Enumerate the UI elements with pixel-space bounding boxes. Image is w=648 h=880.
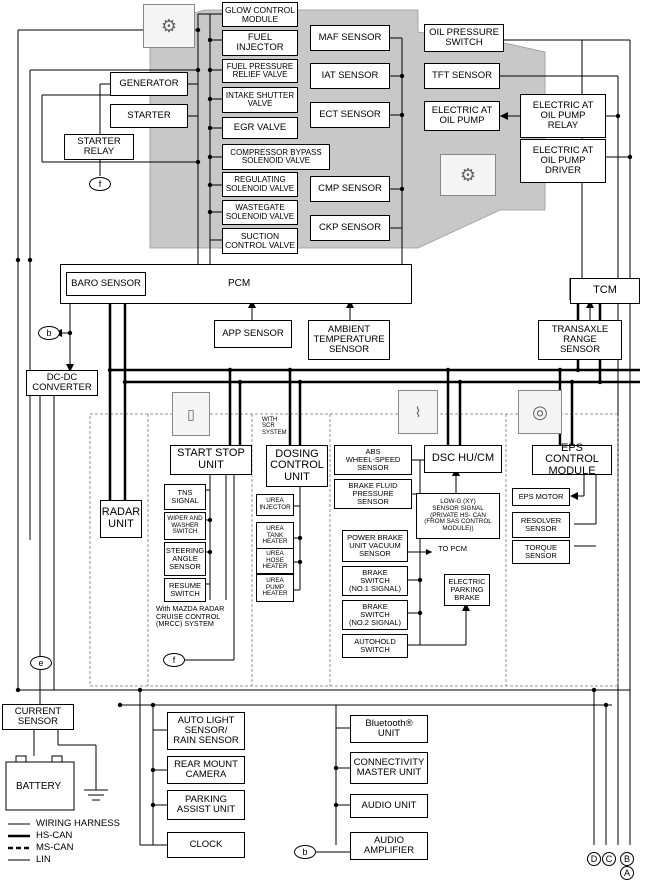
transmission-icon: ⚙ (440, 154, 496, 196)
iat-sensor: IAT SENSOR (310, 63, 390, 89)
baro-sensor: BARO SENSOR (66, 272, 146, 296)
urea-hose-heater: UREA HOSE HEATER (256, 548, 294, 574)
auto-light-rain-sensor: AUTO LIGHT SENSOR/ RAIN SENSOR (167, 712, 245, 750)
regulating-solenoid-valve: REGULATING SOLENOID VALVE (222, 172, 298, 197)
brake-fluid-pressure-sensor: BRAKE FLUID PRESSURE SENSOR (334, 479, 412, 509)
fuel-injector: FUEL INJECTOR (222, 30, 298, 56)
generator: GENERATOR (110, 72, 188, 96)
tns-signal: TNS SIGNAL (164, 484, 206, 510)
electric-at-oil-pump-driver: ELECTRIC AT OIL PUMP DRIVER (520, 139, 606, 183)
low-g-sensor-signal: LOW-G (XY) SENSOR SIGNAL (PRIVATE HS- CA… (416, 493, 500, 539)
transaxle-range-sensor: TRANSAXLE RANGE SENSOR (538, 320, 622, 360)
glow-control-module: GLOW CONTROL MODULE (222, 2, 298, 27)
current-sensor: CURRENT SENSOR (2, 704, 74, 730)
battery-symbol (5, 755, 75, 811)
steering-angle-sensor: STEERING ANGLE SENSOR (164, 542, 206, 576)
clock: CLOCK (167, 832, 245, 858)
tft-sensor: TFT SENSOR (424, 63, 500, 89)
brake-switch-no1: BRAKE SWITCH (NO.1 SIGNAL) (342, 566, 408, 596)
steering-wheel-icon: ◎ (518, 390, 562, 434)
wiper-washer-switch: WIPER AND WASHER SWITCH (164, 512, 206, 540)
wastegate-solenoid-valve: WASTEGATE SOLENOID VALVE (222, 200, 298, 225)
mrcc-note: With MAZDA RADAR CRUISE CONTROL (MRCC) S… (156, 604, 225, 629)
legend-lin: LIN (8, 854, 51, 865)
scr-note: WITH SCR SYSTEM (262, 417, 287, 436)
brake-switch-no2: BRAKE SWITCH (NO.2 SIGNAL) (342, 600, 408, 630)
legend-lin-label: LIN (36, 854, 51, 865)
egr-valve: EGR VALVE (222, 117, 298, 139)
legend-wiring-label: WIRING HARNESS (36, 818, 120, 829)
dosing-control-unit: DOSING CONTROL UNIT (266, 445, 328, 487)
brake-pedal-icon: ⌇ (398, 390, 438, 434)
urea-pump-heater: UREA PUMP HEATER (256, 574, 294, 602)
connector-a: A (620, 866, 634, 880)
engine-icon: ⚙ (143, 4, 195, 48)
legend-ms-label: MS-CAN (36, 842, 74, 853)
torque-sensor: TORQUE SENSOR (512, 540, 570, 564)
intake-shutter-valve: INTAKE SHUTTER VALVE (222, 87, 298, 113)
battery-label: BATTERY (16, 781, 62, 792)
resume-switch: RESUME SWITCH (164, 578, 206, 602)
cmp-sensor: CMP SENSOR (310, 176, 390, 202)
rear-mount-camera: REAR MOUNT CAMERA (167, 756, 245, 784)
resolver-sensor: RESOLVER SENSOR (512, 512, 570, 538)
compressor-bypass-solenoid-valve: COMPRESSOR BYPASS SOLENOID VALVE (222, 144, 330, 170)
urea-tank-heater: UREA TANK HEATER (256, 522, 294, 550)
starter: STARTER (110, 104, 188, 128)
electric-parking-brake: ELECTRIC PARKING BRAKE (444, 574, 490, 606)
ref-b-left: b (38, 326, 60, 340)
connector-b: B (620, 852, 634, 866)
electric-at-oil-pump: ELECTRIC AT OIL PUMP (424, 101, 500, 131)
legend-wiring-harness: WIRING HARNESS (8, 818, 120, 829)
bluetooth-unit: Bluetooth® UNIT (350, 715, 428, 743)
power-brake-unit-vacuum-sensor: POWER BRAKE UNIT VACUUM SENSOR (342, 530, 408, 562)
ref-f-bottom: f (163, 653, 185, 667)
ect-sensor: ECT SENSOR (310, 102, 390, 128)
start-stop-unit: START STOP UNIT (170, 445, 252, 475)
oil-pressure-switch: OIL PRESSURE SWITCH (424, 24, 504, 52)
connector-c: C (602, 852, 616, 866)
to-pcm-label: TO PCM (438, 544, 468, 553)
ref-f-top: f (89, 177, 111, 191)
pcm: BARO SENSOR PCM (60, 264, 412, 304)
legend-hs-can: HS-CAN (8, 830, 72, 841)
connector-d: D (587, 852, 601, 866)
parking-assist-unit: PARKING ASSIST UNIT (167, 790, 245, 820)
eps-motor: EPS MOTOR (512, 488, 570, 506)
fuel-pressure-relief-valve: FUEL PRESSURE RELIEF VALVE (222, 59, 298, 83)
tcm: TCM (570, 278, 640, 304)
maf-sensor: MAF SENSOR (310, 25, 390, 51)
dc-dc-converter: DC-DC CONVERTER (26, 370, 98, 396)
connector-b-a: BA (620, 852, 648, 880)
ckp-sensor: CKP SENSOR (310, 215, 390, 241)
starter-relay: STARTER RELAY (64, 134, 134, 160)
ref-b-bottom: b (294, 845, 316, 859)
audio-amplifier: AUDIO AMPLIFIER (350, 832, 428, 860)
junction-dots (15, 27, 633, 808)
urea-injector: UREA INJECTOR (256, 494, 294, 516)
ambient-temperature-sensor: AMBIENT TEMPERATURE SENSOR (308, 320, 390, 360)
eps-control-module: EPS CONTROL MODULE (532, 442, 612, 477)
suction-control-valve: SUCTION CONTROL VALVE (222, 228, 298, 254)
abs-wheel-speed-sensor: ABS WHEEL-SPEED SENSOR (334, 445, 412, 475)
audio-unit: AUDIO UNIT (350, 794, 428, 818)
radar-unit: RADAR UNIT (100, 500, 142, 538)
ref-e: e (30, 656, 52, 670)
legend-hs-label: HS-CAN (36, 830, 73, 841)
pcm-label: PCM (228, 277, 251, 289)
electric-at-oil-pump-relay: ELECTRIC AT OIL PUMP RELAY (520, 94, 606, 138)
connectivity-master-unit: CONNECTIVITY MASTER UNIT (350, 752, 428, 784)
legend-ms-can: MS-CAN (8, 842, 73, 853)
app-sensor: APP SENSOR (214, 320, 292, 348)
key-fob-icon: ▯ (172, 392, 210, 436)
dsc-hu-cm: DSC HU/CM (424, 445, 502, 473)
autohold-switch: AUTOHOLD SWITCH (342, 634, 408, 658)
